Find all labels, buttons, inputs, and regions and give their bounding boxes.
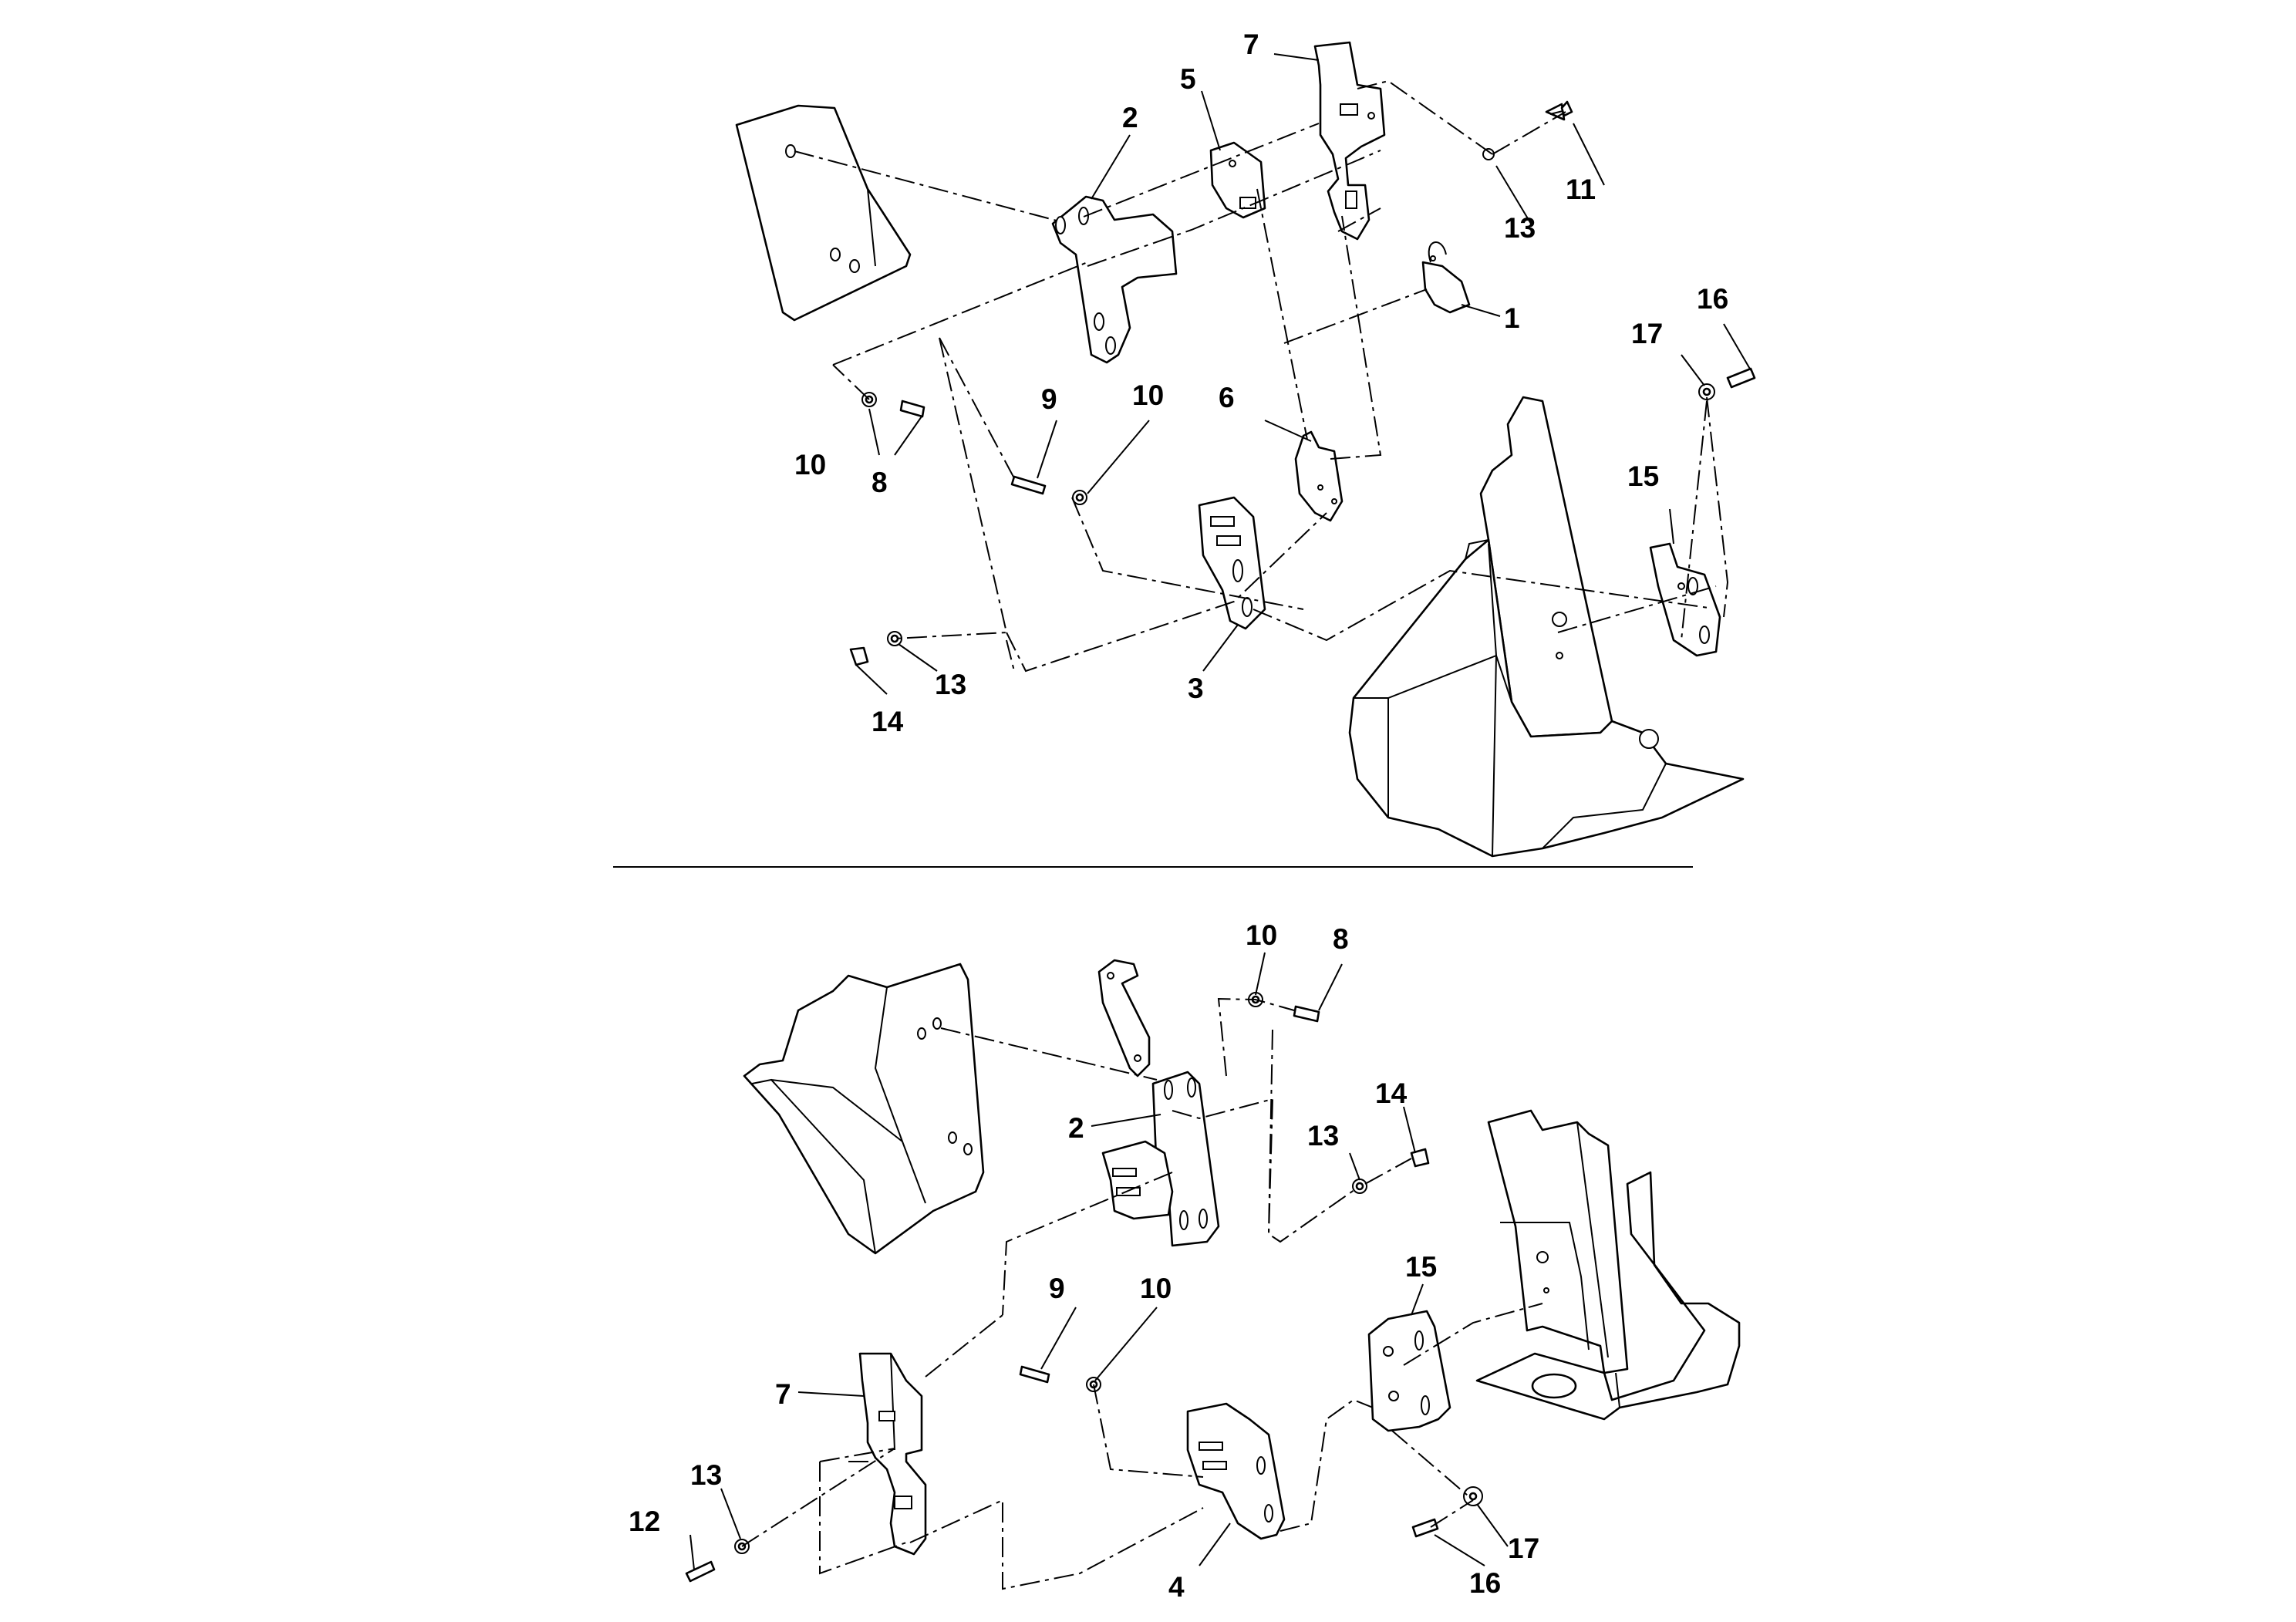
callout-5[interactable]: 5 bbox=[1180, 63, 1196, 95]
bottom-assembly-lines bbox=[741, 997, 1543, 1590]
callout-15[interactable]: 15 bbox=[1405, 1251, 1437, 1283]
callout-7[interactable]: 7 bbox=[775, 1378, 791, 1410]
callout-8[interactable]: 8 bbox=[872, 467, 888, 498]
callout-17[interactable]: 17 bbox=[1631, 318, 1663, 349]
callout-13[interactable]: 13 bbox=[935, 669, 966, 700]
bottom-small-bracket bbox=[1097, 959, 1151, 1077]
bottom-part-4 bbox=[1186, 1402, 1286, 1540]
bottom-left-panel bbox=[743, 963, 985, 1255]
bottom-assembly: 2 4 7 8 9 10 10 12 13 13 14 15 16 17 bbox=[629, 919, 1741, 1603]
top-left-panel bbox=[735, 104, 912, 322]
top-fasteners bbox=[849, 100, 1756, 666]
callout-4[interactable]: 4 bbox=[1168, 1571, 1185, 1603]
callout-2[interactable]: 2 bbox=[1122, 102, 1138, 133]
bottom-leaders bbox=[689, 952, 1509, 1570]
callout-10[interactable]: 10 bbox=[794, 449, 826, 481]
callout-9[interactable]: 9 bbox=[1049, 1273, 1065, 1304]
callout-14[interactable]: 14 bbox=[872, 706, 904, 737]
callout-16[interactable]: 16 bbox=[1469, 1567, 1501, 1599]
callout-7[interactable]: 7 bbox=[1243, 29, 1259, 60]
callout-13[interactable]: 13 bbox=[1504, 212, 1536, 244]
bottom-callouts: 2 4 7 8 9 10 10 12 13 13 14 15 16 17 bbox=[629, 919, 1539, 1603]
top-frame bbox=[1348, 396, 1745, 858]
callout-10[interactable]: 10 bbox=[1140, 1273, 1172, 1304]
callout-1[interactable]: 1 bbox=[1504, 302, 1520, 334]
callout-2[interactable]: 2 bbox=[1068, 1112, 1084, 1144]
callout-10[interactable]: 10 bbox=[1132, 379, 1164, 411]
top-assembly: 1 2 3 5 6 7 8 9 10 10 11 13 13 14 15 16 … bbox=[735, 29, 1756, 858]
callout-13[interactable]: 13 bbox=[1307, 1120, 1339, 1152]
top-part-6 bbox=[1294, 430, 1344, 522]
callout-17[interactable]: 17 bbox=[1508, 1533, 1539, 1564]
callout-6[interactable]: 6 bbox=[1219, 382, 1235, 413]
top-callouts: 1 2 3 5 6 7 8 9 10 10 11 13 13 14 15 16 … bbox=[794, 29, 1728, 737]
callout-16[interactable]: 16 bbox=[1697, 283, 1728, 315]
top-bracket-2 bbox=[1051, 195, 1178, 364]
top-latch-7 bbox=[1313, 41, 1386, 241]
callout-3[interactable]: 3 bbox=[1188, 673, 1204, 704]
callout-11[interactable]: 11 bbox=[1566, 174, 1596, 205]
bottom-bracket-15 bbox=[1367, 1310, 1451, 1432]
top-part-5 bbox=[1209, 141, 1266, 219]
bottom-frame bbox=[1475, 1109, 1741, 1421]
top-padlock-1 bbox=[1421, 241, 1471, 314]
top-leaders bbox=[855, 53, 1752, 695]
bottom-plate-2 bbox=[1101, 1071, 1220, 1247]
bottom-latch-7 bbox=[858, 1352, 927, 1556]
callout-14[interactable]: 14 bbox=[1375, 1077, 1408, 1109]
callout-9[interactable]: 9 bbox=[1041, 383, 1057, 415]
bottom-fasteners bbox=[685, 992, 1483, 1583]
callout-15[interactable]: 15 bbox=[1627, 460, 1659, 492]
callout-12[interactable]: 12 bbox=[629, 1506, 660, 1537]
callout-8[interactable]: 8 bbox=[1333, 923, 1349, 955]
callout-13[interactable]: 13 bbox=[690, 1459, 722, 1491]
top-assembly-lines bbox=[794, 79, 1729, 673]
callout-10[interactable]: 10 bbox=[1246, 919, 1277, 951]
top-part-3 bbox=[1198, 496, 1266, 630]
